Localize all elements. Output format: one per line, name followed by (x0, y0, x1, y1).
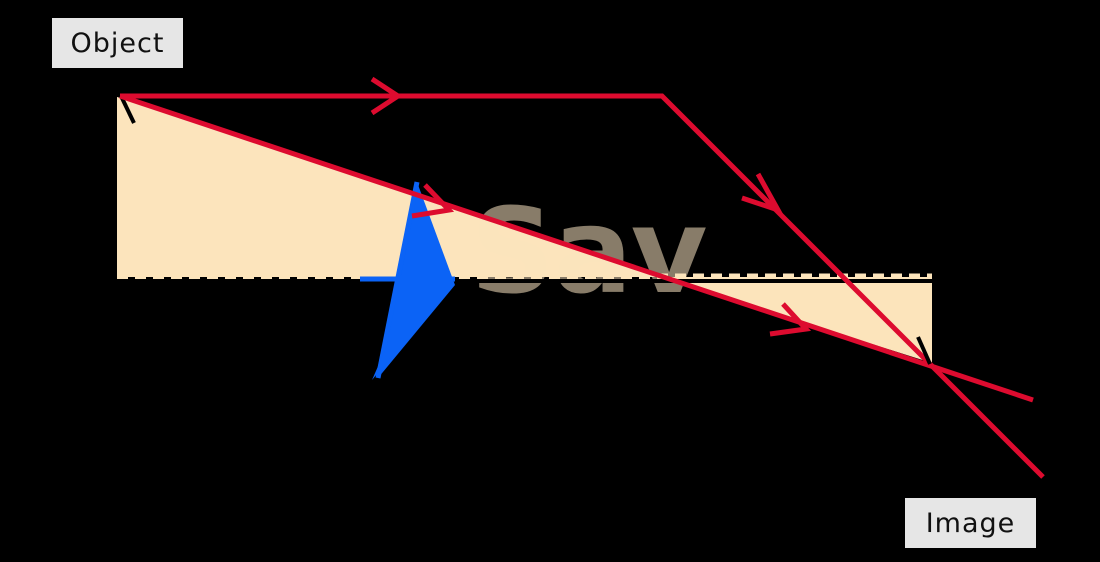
blue-arrow-tip (372, 348, 395, 380)
ray-parallel (120, 93, 1045, 479)
object-label-text: Object (70, 27, 165, 59)
arrowhead-center-1 (411, 183, 455, 219)
arrowhead-parallel-1 (370, 76, 403, 116)
arrowhead-parallel-2 (741, 172, 784, 215)
image-label-text: Image (925, 507, 1016, 539)
object-tip-tick (119, 95, 136, 124)
ray-center (119, 93, 1034, 403)
image-tip-tick (916, 336, 932, 365)
arrowhead-center-2 (769, 302, 812, 337)
object-label: Object (52, 18, 183, 68)
image-label: Image (905, 498, 1036, 548)
